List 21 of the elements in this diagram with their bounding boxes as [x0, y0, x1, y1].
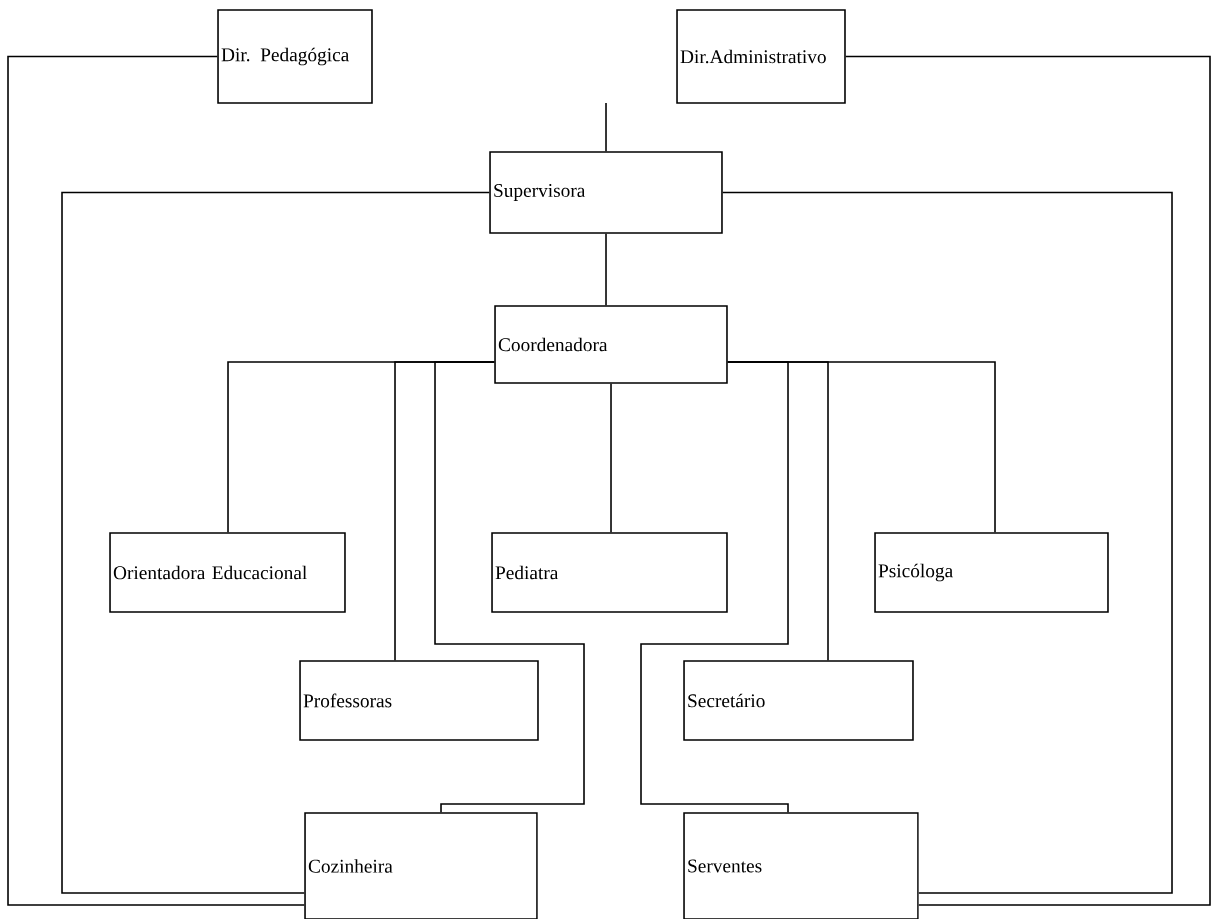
connector-line	[845, 55, 1211, 906]
org-box: Dir. Pedagógica	[217, 9, 373, 104]
connector-line	[61, 191, 491, 894]
connector-line	[610, 383, 612, 533]
connector-line	[605, 102, 607, 152]
org-box: Psicóloga	[874, 532, 1109, 613]
org-box: Pediatra	[491, 532, 728, 613]
org-box: Serventes	[683, 812, 919, 919]
org-box: Secretário	[683, 660, 914, 741]
org-box: Coordenadora	[494, 305, 728, 384]
connector-line	[7, 55, 306, 906]
connector-line	[434, 361, 585, 813]
org-box: Orientadora Educacional	[109, 532, 346, 613]
connector-line	[605, 233, 607, 306]
org-box: Dir.Administrativo	[676, 9, 846, 104]
org-box: Professoras	[299, 660, 539, 741]
connector-line	[640, 361, 789, 813]
connector-line	[722, 191, 1173, 894]
org-box: Cozinheira	[304, 812, 538, 919]
connector-line	[727, 361, 996, 533]
org-box: Supervisora	[489, 151, 723, 234]
